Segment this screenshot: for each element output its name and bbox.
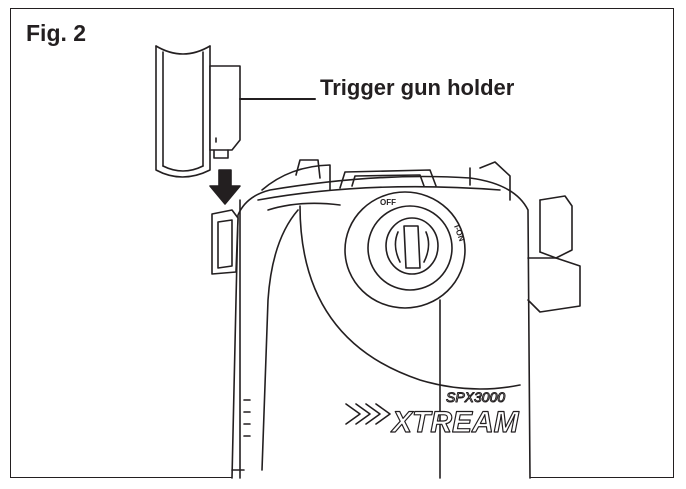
- trigger-gun-holder-part: [155, 45, 241, 178]
- off-marking: OFF: [380, 198, 396, 207]
- pressure-washer-body: [211, 159, 581, 479]
- brand-marking: XTREAM: [390, 406, 520, 439]
- model-marking: SPX3000: [446, 389, 505, 405]
- trigger-gun-holder-callout: Trigger gun holder: [320, 75, 515, 100]
- arrow-down-icon: [209, 169, 241, 205]
- figure-label: Fig. 2: [26, 20, 87, 46]
